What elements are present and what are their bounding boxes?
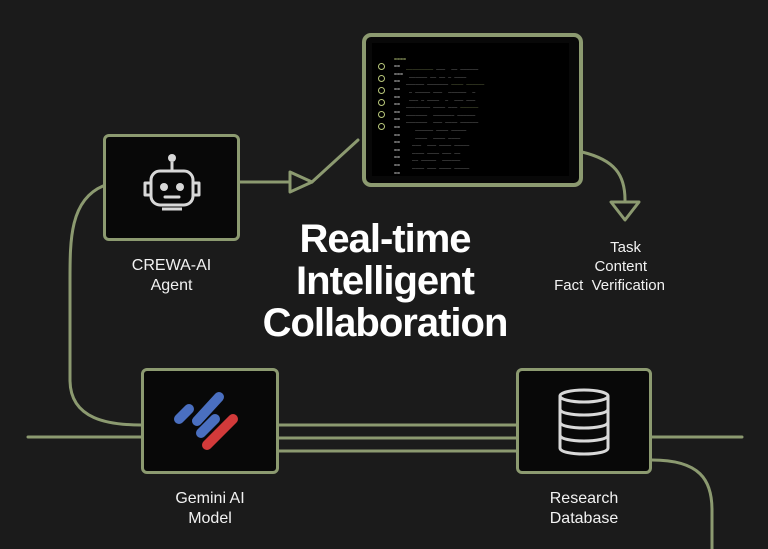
code-editor-icon: ==== == _________ ___ __ ______ === ____… [372,43,569,176]
robot-icon [143,154,201,211]
database-node [516,368,652,474]
connector-database-out [650,458,714,549]
code-scribble: ==== == _________ ___ __ ______ === ____… [394,56,485,176]
database-label-line1: Research [549,490,619,507]
main-title: Real-time Intelligent Collaboration [230,218,540,344]
agent-label-line2: Agent [150,277,193,294]
gemini-logo-icon [174,392,238,450]
task-label-fact-verification: Fact Verification [554,277,665,294]
arrow-into-monitor [288,170,314,194]
model-label-line2: Model [188,510,232,527]
connector-agent-to-model [68,184,143,427]
agent-label-line1: CREWA-AI [131,257,212,274]
title-line-2: Intelligent [296,259,475,303]
task-list: Task Content Fact Verification [540,238,665,295]
arrow-down-to-tasks [609,200,641,222]
task-label-content: Content [594,258,647,275]
database-icon [558,388,610,456]
model-label-line1: Gemini AI [175,490,245,507]
model-label: Gemini AI Model [141,489,279,529]
connector-monitor-to-tasks [580,150,627,202]
title-line-1: Real-time [299,217,471,261]
agent-node [103,134,240,241]
connector-monitor-in [310,138,360,184]
database-label: Research Database [516,489,652,529]
title-line-3: Collaboration [262,301,509,345]
model-node [141,368,279,474]
agent-label: CREWA-AI Agent [103,256,240,296]
editor-gutter [378,63,386,135]
database-label-line2: Database [549,510,619,527]
task-label-task: Task [610,239,641,256]
